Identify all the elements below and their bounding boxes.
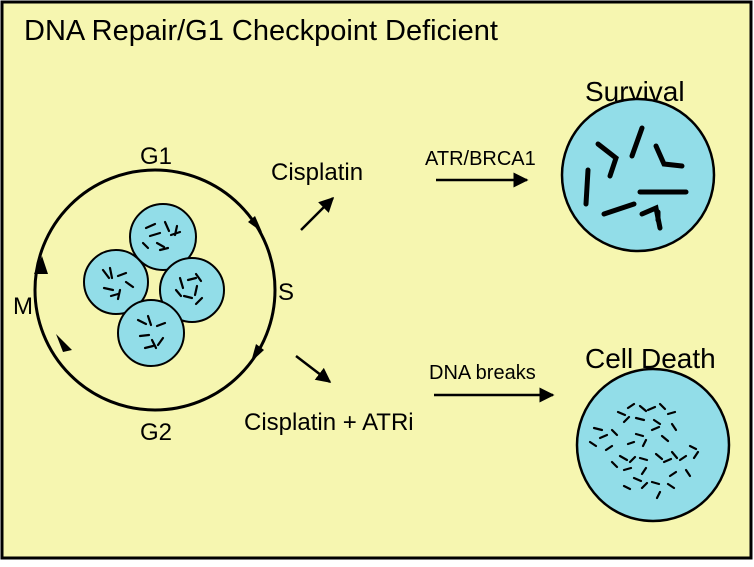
cycle-arrowhead-g2-m bbox=[56, 334, 72, 352]
process-label-atr-brca1: ATR/BRCA1 bbox=[425, 148, 536, 170]
arrow-to-cisplatin bbox=[300, 196, 335, 231]
phase-label-g2: G2 bbox=[140, 419, 172, 446]
process-label-dna-breaks: DNA breaks bbox=[429, 362, 536, 384]
phase-label-g1: G1 bbox=[140, 143, 172, 170]
treatment-label-cisplatin-atri: Cisplatin + ATRi bbox=[244, 409, 414, 436]
phase-label-s: S bbox=[278, 279, 294, 306]
inner-cell-chromosomes bbox=[101, 220, 204, 350]
arrow-to-cisplatin-atri bbox=[295, 355, 332, 383]
cell-death-fragments bbox=[588, 402, 700, 500]
survival-cell-chromosomes bbox=[583, 125, 689, 231]
survival-cell bbox=[560, 97, 716, 253]
cycle-arrowhead-m-g1 bbox=[34, 256, 48, 274]
inner-cell-right bbox=[159, 257, 225, 323]
cell-death-cell bbox=[575, 367, 731, 523]
treatment-label-cisplatin: Cisplatin bbox=[271, 159, 363, 186]
inner-cell-bottom bbox=[117, 299, 185, 367]
phase-label-m: M bbox=[13, 293, 33, 320]
diagram-title: DNA Repair/G1 Checkpoint Deficient bbox=[24, 15, 498, 47]
cycle-arrowhead-s-g2 bbox=[251, 344, 264, 362]
cycle-arrowhead-g1-s bbox=[248, 216, 262, 232]
inner-cell-top bbox=[129, 203, 197, 271]
inner-cell-left bbox=[83, 249, 149, 315]
cell-cycle-ring bbox=[33, 168, 277, 412]
